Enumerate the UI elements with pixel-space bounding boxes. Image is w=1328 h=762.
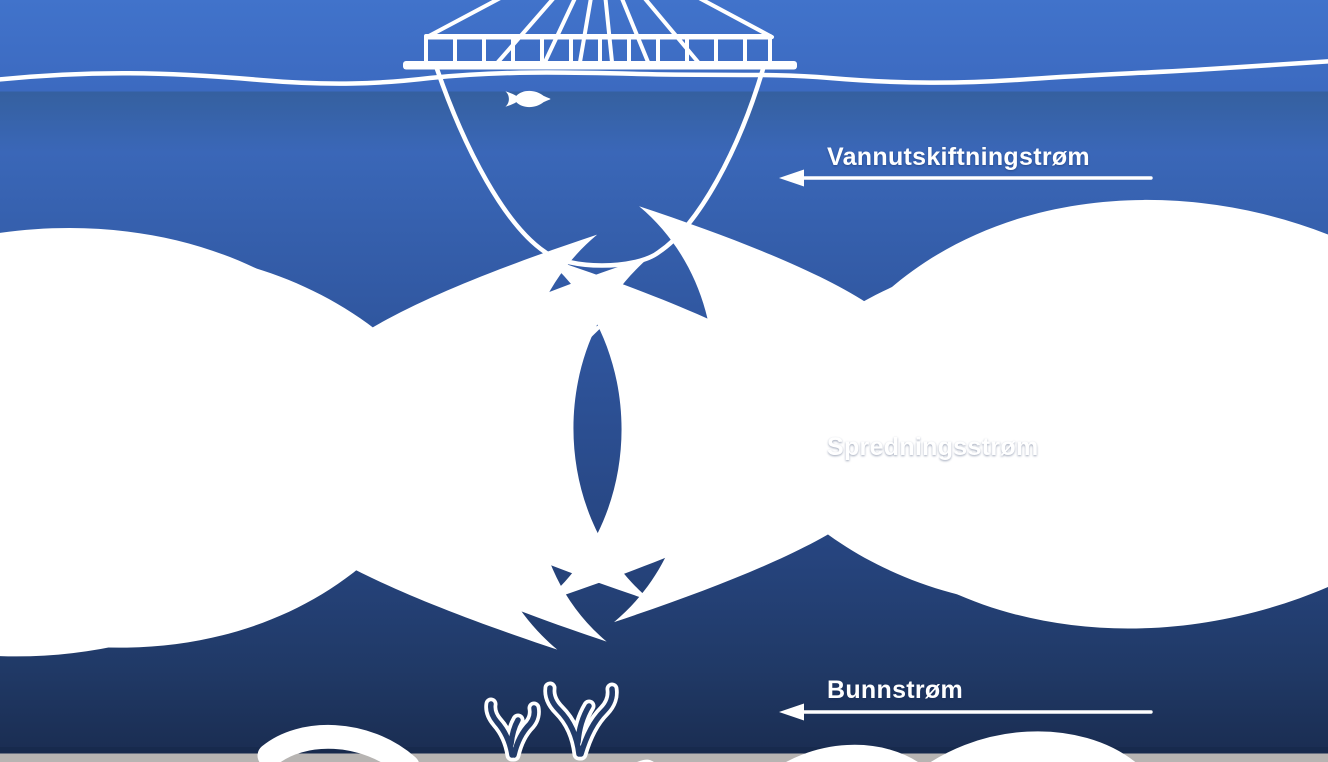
fish-silhouette-icon — [505, 90, 551, 108]
surface-current-label: Vannutskiftningstrøm — [827, 143, 1090, 171]
seafloor-shadow-band — [0, 747, 1328, 754]
left-arrow-icon — [779, 459, 1153, 477]
current-arrows — [779, 169, 1153, 721]
water-surface-line — [0, 59, 1328, 86]
cage-pontoon — [403, 61, 797, 70]
cage-net — [434, 66, 766, 268]
coral-icon — [484, 681, 619, 762]
caged-fish-group — [0, 90, 1328, 657]
fish-farm-cage-icon — [0, 0, 1328, 657]
seafloor-strip — [0, 753, 1328, 762]
left-arrow-icon — [779, 169, 1153, 187]
bottom-current-label: Bunnstrøm — [827, 676, 964, 704]
left-arrow-icon — [779, 703, 1153, 721]
fish-silhouette-icon — [0, 316, 607, 648]
spreading-current-label: Spredningsstrøm — [827, 433, 1039, 461]
